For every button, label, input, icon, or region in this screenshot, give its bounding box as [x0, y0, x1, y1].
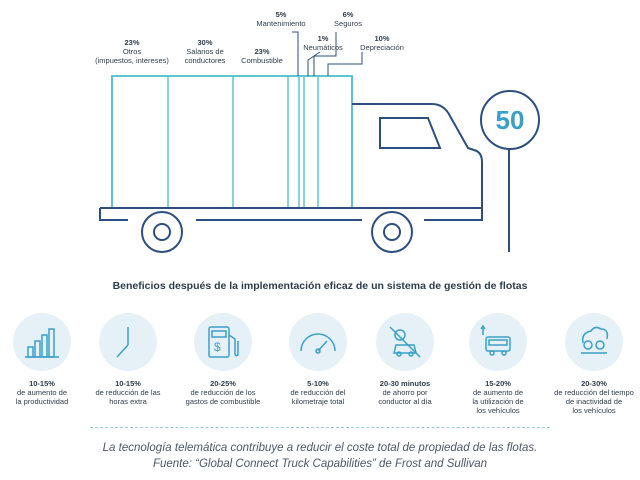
cost-percent: 6% [342, 10, 354, 19]
footer-source: Fuente: “Global Connect Truck Capabiliti… [152, 458, 488, 470]
cost-percent: 30% [197, 38, 213, 47]
benefit-desc: de reducción del kilometraje total [290, 388, 346, 406]
cost-name: Salarios de conductores [184, 47, 226, 65]
benefit-mileage: 5-10% de reducción del kilometraje total [275, 313, 361, 406]
benefit-value: 20-25% [210, 379, 236, 388]
benefit-desc: de ahorro por conductor al día [378, 388, 432, 406]
benefit-value: 10-15% [29, 379, 55, 388]
benefit-value: 10-15% [115, 379, 141, 388]
odometer-icon [289, 313, 347, 371]
cost-percent: 23% [124, 38, 140, 47]
benefit-time-saved: 20-30 minutos de ahorro por conductor al… [362, 313, 448, 406]
cost-name: Seguros [334, 19, 362, 28]
cost-name: Neumáticos [303, 43, 343, 52]
cost-label-neumaticos: 1% Neumáticos [298, 34, 348, 52]
truck-cab [99, 103, 483, 221]
svg-text:$: $ [214, 340, 221, 354]
divider [90, 427, 550, 428]
benefit-value: 20-30 minutos [379, 379, 431, 388]
benefit-idle-time: 20-30% de reducción del tiempo de inacti… [548, 313, 640, 415]
fuel-pump-icon: $ [194, 313, 252, 371]
cost-label-mantenimiento: 5% Mantenimiento [252, 10, 310, 28]
benefit-fuel: $ 20-25% de reducción de los gastos de c… [180, 313, 266, 406]
cost-label-salarios: 30% Salarios de conductores [176, 38, 234, 65]
footer-line-1: La tecnología telemática contribuye a re… [102, 442, 538, 454]
cost-name: Otros (impuestos, intereses) [95, 47, 169, 65]
idle-truck-icon [565, 313, 623, 371]
benefit-value: 5-10% [307, 379, 329, 388]
truck-utilization-icon [469, 313, 527, 371]
benefit-productivity: 10-15% de aumento de la productividad [0, 313, 85, 406]
clock-icon [99, 313, 157, 371]
benefit-desc: de reducción de las horas extra [95, 388, 161, 406]
benefit-desc: de aumento de la utilización de los vehí… [472, 388, 524, 415]
cost-percent: 10% [374, 34, 390, 43]
benefit-desc: de aumento de la productividad [15, 388, 69, 406]
benefit-value: 20-30% [581, 379, 607, 388]
cost-name: Depreciación [360, 43, 404, 52]
cost-percent: 5% [275, 10, 287, 19]
benefit-overtime: 10-15% de reducción de las horas extra [85, 313, 171, 406]
cost-label-depreciacion: 10% Depreciación [354, 34, 410, 52]
truck-wheels [141, 211, 413, 253]
benefit-desc: de reducción de los gastos de combustibl… [185, 388, 261, 406]
speed-limit-sign: 50 [480, 90, 540, 150]
cost-name: Combustible [241, 56, 283, 65]
cost-label-otros: 23% Otros (impuestos, intereses) [88, 38, 176, 65]
benefit-utilization: 15-20% de aumento de la utilización de l… [455, 313, 541, 415]
sun-car-icon [376, 313, 434, 371]
benefit-desc: de reducción del tiempo de inactividad d… [554, 388, 634, 415]
cost-name: Mantenimiento [256, 19, 306, 28]
cost-percent: 1% [317, 34, 329, 43]
bar-chart-icon [13, 313, 71, 371]
cargo-box [111, 75, 353, 209]
benefits-heading: Beneficios después de la implementación … [112, 280, 528, 292]
benefit-value: 15-20% [485, 379, 511, 388]
leader-lines [292, 31, 363, 76]
cost-percent: 23% [254, 47, 270, 56]
cost-label-combustible: 23% Combustible [234, 47, 290, 65]
truck-cost-diagram [99, 31, 510, 253]
cost-label-seguros: 6% Seguros [328, 10, 368, 28]
